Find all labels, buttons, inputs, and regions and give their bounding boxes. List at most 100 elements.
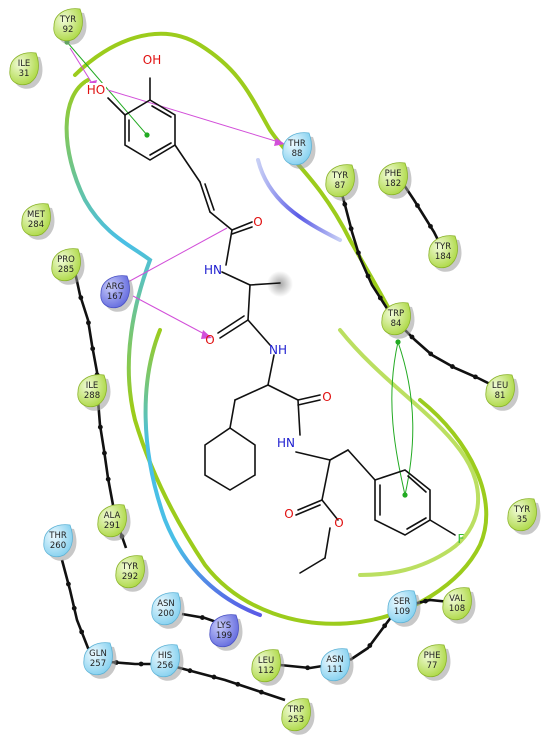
residue-blob <box>51 248 81 282</box>
residue-name: GLN <box>89 649 107 659</box>
residue-blob <box>428 235 458 269</box>
hbond-arg167-o1 <box>127 227 228 283</box>
pi-stack-tyr92 <box>66 41 148 136</box>
residue-blob <box>150 644 180 678</box>
chain-joint <box>367 643 373 648</box>
peptide-backbone <box>217 271 321 436</box>
residue-blob <box>83 642 113 676</box>
residue-name: ASN <box>326 655 344 665</box>
residue-blob <box>442 587 472 621</box>
residue-number: 81 <box>495 391 506 401</box>
chain-joint <box>409 334 415 340</box>
residue-number: 167 <box>107 292 123 302</box>
residue-number: 284 <box>28 220 44 230</box>
residue-name: TRP <box>287 705 304 715</box>
atom-hydroxyl-1: OH <box>143 53 161 67</box>
chain-joint <box>138 661 144 667</box>
residue-name: TYR <box>513 505 530 515</box>
pi-stack-trp84-b <box>397 341 414 496</box>
chain-joint <box>78 295 84 301</box>
atom-amide-nitrogen-2: NH <box>269 343 287 357</box>
chain-joint <box>66 581 71 587</box>
hbond-arrow-3 <box>201 330 212 339</box>
residue-number: 291 <box>104 521 120 531</box>
atom-ester-carbonyl-oxygen: O <box>284 507 293 521</box>
pi-stack-ring-centroid-2 <box>402 492 408 498</box>
pi-stack-trp84-end <box>395 339 401 345</box>
chain-joint <box>423 598 428 604</box>
residue-name: MET <box>27 210 46 220</box>
residue-name: ALA <box>104 511 121 521</box>
chain-joint <box>450 364 455 369</box>
residue-blob <box>325 164 355 198</box>
atom-fluorine: F <box>458 532 465 546</box>
chain-joint <box>105 476 111 482</box>
residue-blob <box>485 374 515 408</box>
residue-number: 182 <box>385 179 401 189</box>
residue-number: 184 <box>435 252 451 262</box>
chain-joint <box>187 668 193 674</box>
pi-stack-trp84-a <box>391 341 406 496</box>
chain-phe182-tyr184 <box>402 184 444 249</box>
pocket-outer-contour <box>64 78 489 626</box>
chain-joint <box>86 320 91 326</box>
residue-blob <box>251 649 281 683</box>
atom-hydroxyl-2: HO <box>87 83 105 97</box>
pi-stack-ring-centroid-1 <box>144 132 150 138</box>
atom-labels: OH HO O HN O NH O HN O O F <box>86 53 465 546</box>
chain-joint <box>377 295 383 301</box>
residue-markers: TYR92ILE31THR88TYR87PHE182TYR184MET284PR… <box>9 8 541 735</box>
residue-name: TRP <box>387 309 404 319</box>
hbond-arrow-2 <box>274 138 285 146</box>
residue-number: 92 <box>63 25 74 35</box>
residue-number: 111 <box>327 665 343 675</box>
residue-blob <box>97 504 127 538</box>
residue-name: LYS <box>217 621 231 631</box>
residue-name: TYR <box>331 171 348 181</box>
residue-number: 109 <box>394 607 410 617</box>
pocket-blue-contour <box>256 158 342 242</box>
residue-blob <box>9 52 39 86</box>
residue-name: LEU <box>492 381 508 391</box>
hbond-tyr92-ho <box>69 47 96 89</box>
residue-name: SER <box>394 597 411 607</box>
residue-number: 87 <box>335 181 346 191</box>
atom-carbonyl-oxygen-3: O <box>322 390 331 404</box>
chain-joint <box>365 273 371 279</box>
residue-number: 77 <box>427 661 438 671</box>
residue-blob <box>53 8 83 42</box>
residue-blob <box>151 592 181 626</box>
chain-joint <box>428 223 433 229</box>
chain-joint <box>428 351 434 357</box>
chain-joint <box>71 605 77 611</box>
residue-blob <box>100 275 130 309</box>
chain-joint <box>211 674 217 680</box>
ester-and-fluorophenyl <box>295 449 456 574</box>
residue-name: ASN <box>157 599 175 609</box>
chain-joint <box>305 665 310 671</box>
residue-name: PHE <box>424 651 441 661</box>
chain-joint <box>102 450 107 456</box>
residue-number: 88 <box>292 149 303 159</box>
atom-carbonyl-oxygen-2: O <box>205 333 214 347</box>
interactions <box>64 39 414 498</box>
chain-joint <box>348 226 354 232</box>
atom-amide-nitrogen-3: HN <box>277 436 295 450</box>
